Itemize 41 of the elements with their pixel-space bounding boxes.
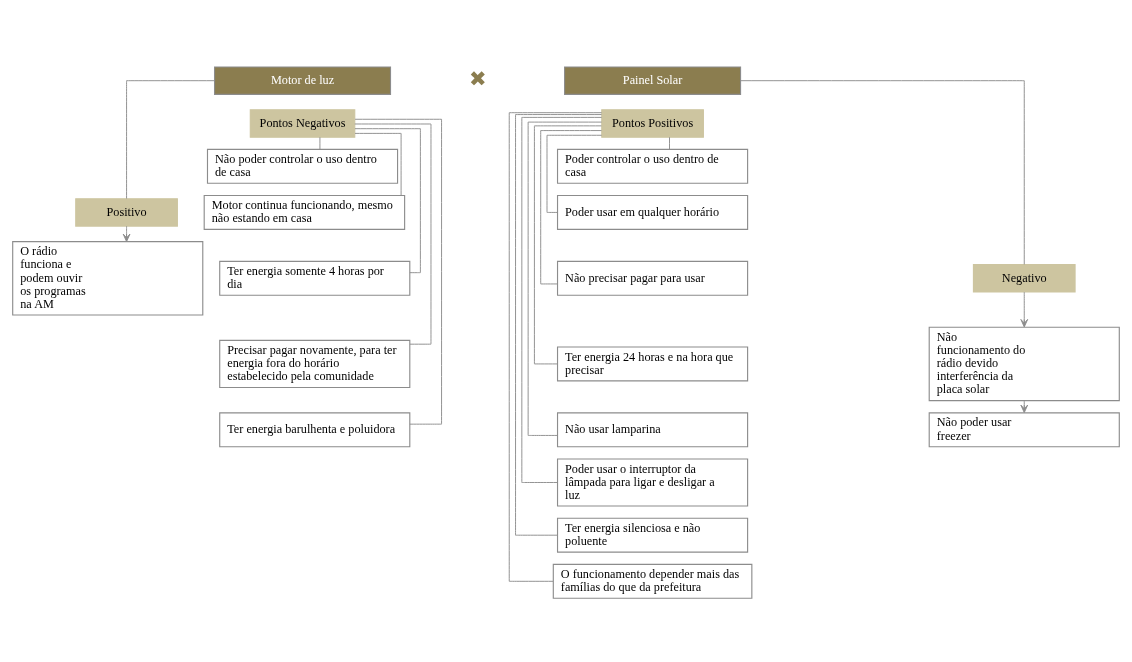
node-box: Negativo (972, 264, 1076, 293)
node-box: Painel Solar (564, 66, 742, 95)
connector (533, 125, 602, 365)
node-box: Ter energia somente 4 horas por dia (219, 260, 411, 296)
label: ✖ (468, 67, 487, 90)
connector (527, 121, 603, 436)
node-box: Motor continua funcionando, mesmo não estando em casa (203, 194, 406, 230)
connector (740, 80, 1025, 265)
connector (354, 128, 421, 274)
connector (354, 123, 432, 345)
node-box: Poder usar em qualquer horário (556, 194, 749, 230)
connector (521, 116, 603, 483)
node-box: Positivo (75, 198, 178, 227)
connector (508, 112, 603, 582)
node-box: Não poder controlar o uso dentro de casa (206, 148, 399, 184)
connector (319, 136, 321, 150)
connector (354, 132, 402, 196)
node-box: Ter energia barulhenta e poluidora (219, 412, 411, 448)
connector (126, 80, 215, 200)
arrow (1020, 291, 1029, 328)
node-box: Pontos Negativos (249, 109, 356, 138)
connector (515, 114, 602, 536)
node-box: Pontos Positivos (601, 109, 704, 138)
node-box: Não usar lamparina (556, 412, 749, 448)
connector (354, 118, 443, 425)
connector (540, 130, 602, 285)
node-box: Motor de luz (214, 66, 392, 95)
connector (546, 134, 603, 213)
node-box: Ter energia silenciosa e não poluente (556, 517, 749, 553)
node-box: Não funcionamento do rádio devido interferência da placa solar (928, 326, 1120, 402)
node-box: Precisar pagar novamente, para ter energia fora do horário estabelecido pela comunidade (219, 339, 411, 389)
arrow (122, 225, 131, 243)
node-box: Poder usar o interruptor da lâmpada para ligar e desligar a luz (556, 458, 749, 507)
connector (669, 136, 670, 150)
node-box: Poder controlar o uso dentro de casa (556, 148, 749, 184)
arrow (1020, 400, 1029, 414)
node-box: Não precisar pagar para usar (556, 260, 749, 296)
node-box: Ter energia 24 horas e na hora que precisar (556, 346, 749, 382)
node-box: Não poder usar freezer (928, 412, 1120, 448)
node-box: O funcionamento depender mais das famílias do que da prefeitura (552, 563, 753, 599)
node-box: O rádio funciona e podem ouvir os programas na AM (12, 241, 204, 316)
